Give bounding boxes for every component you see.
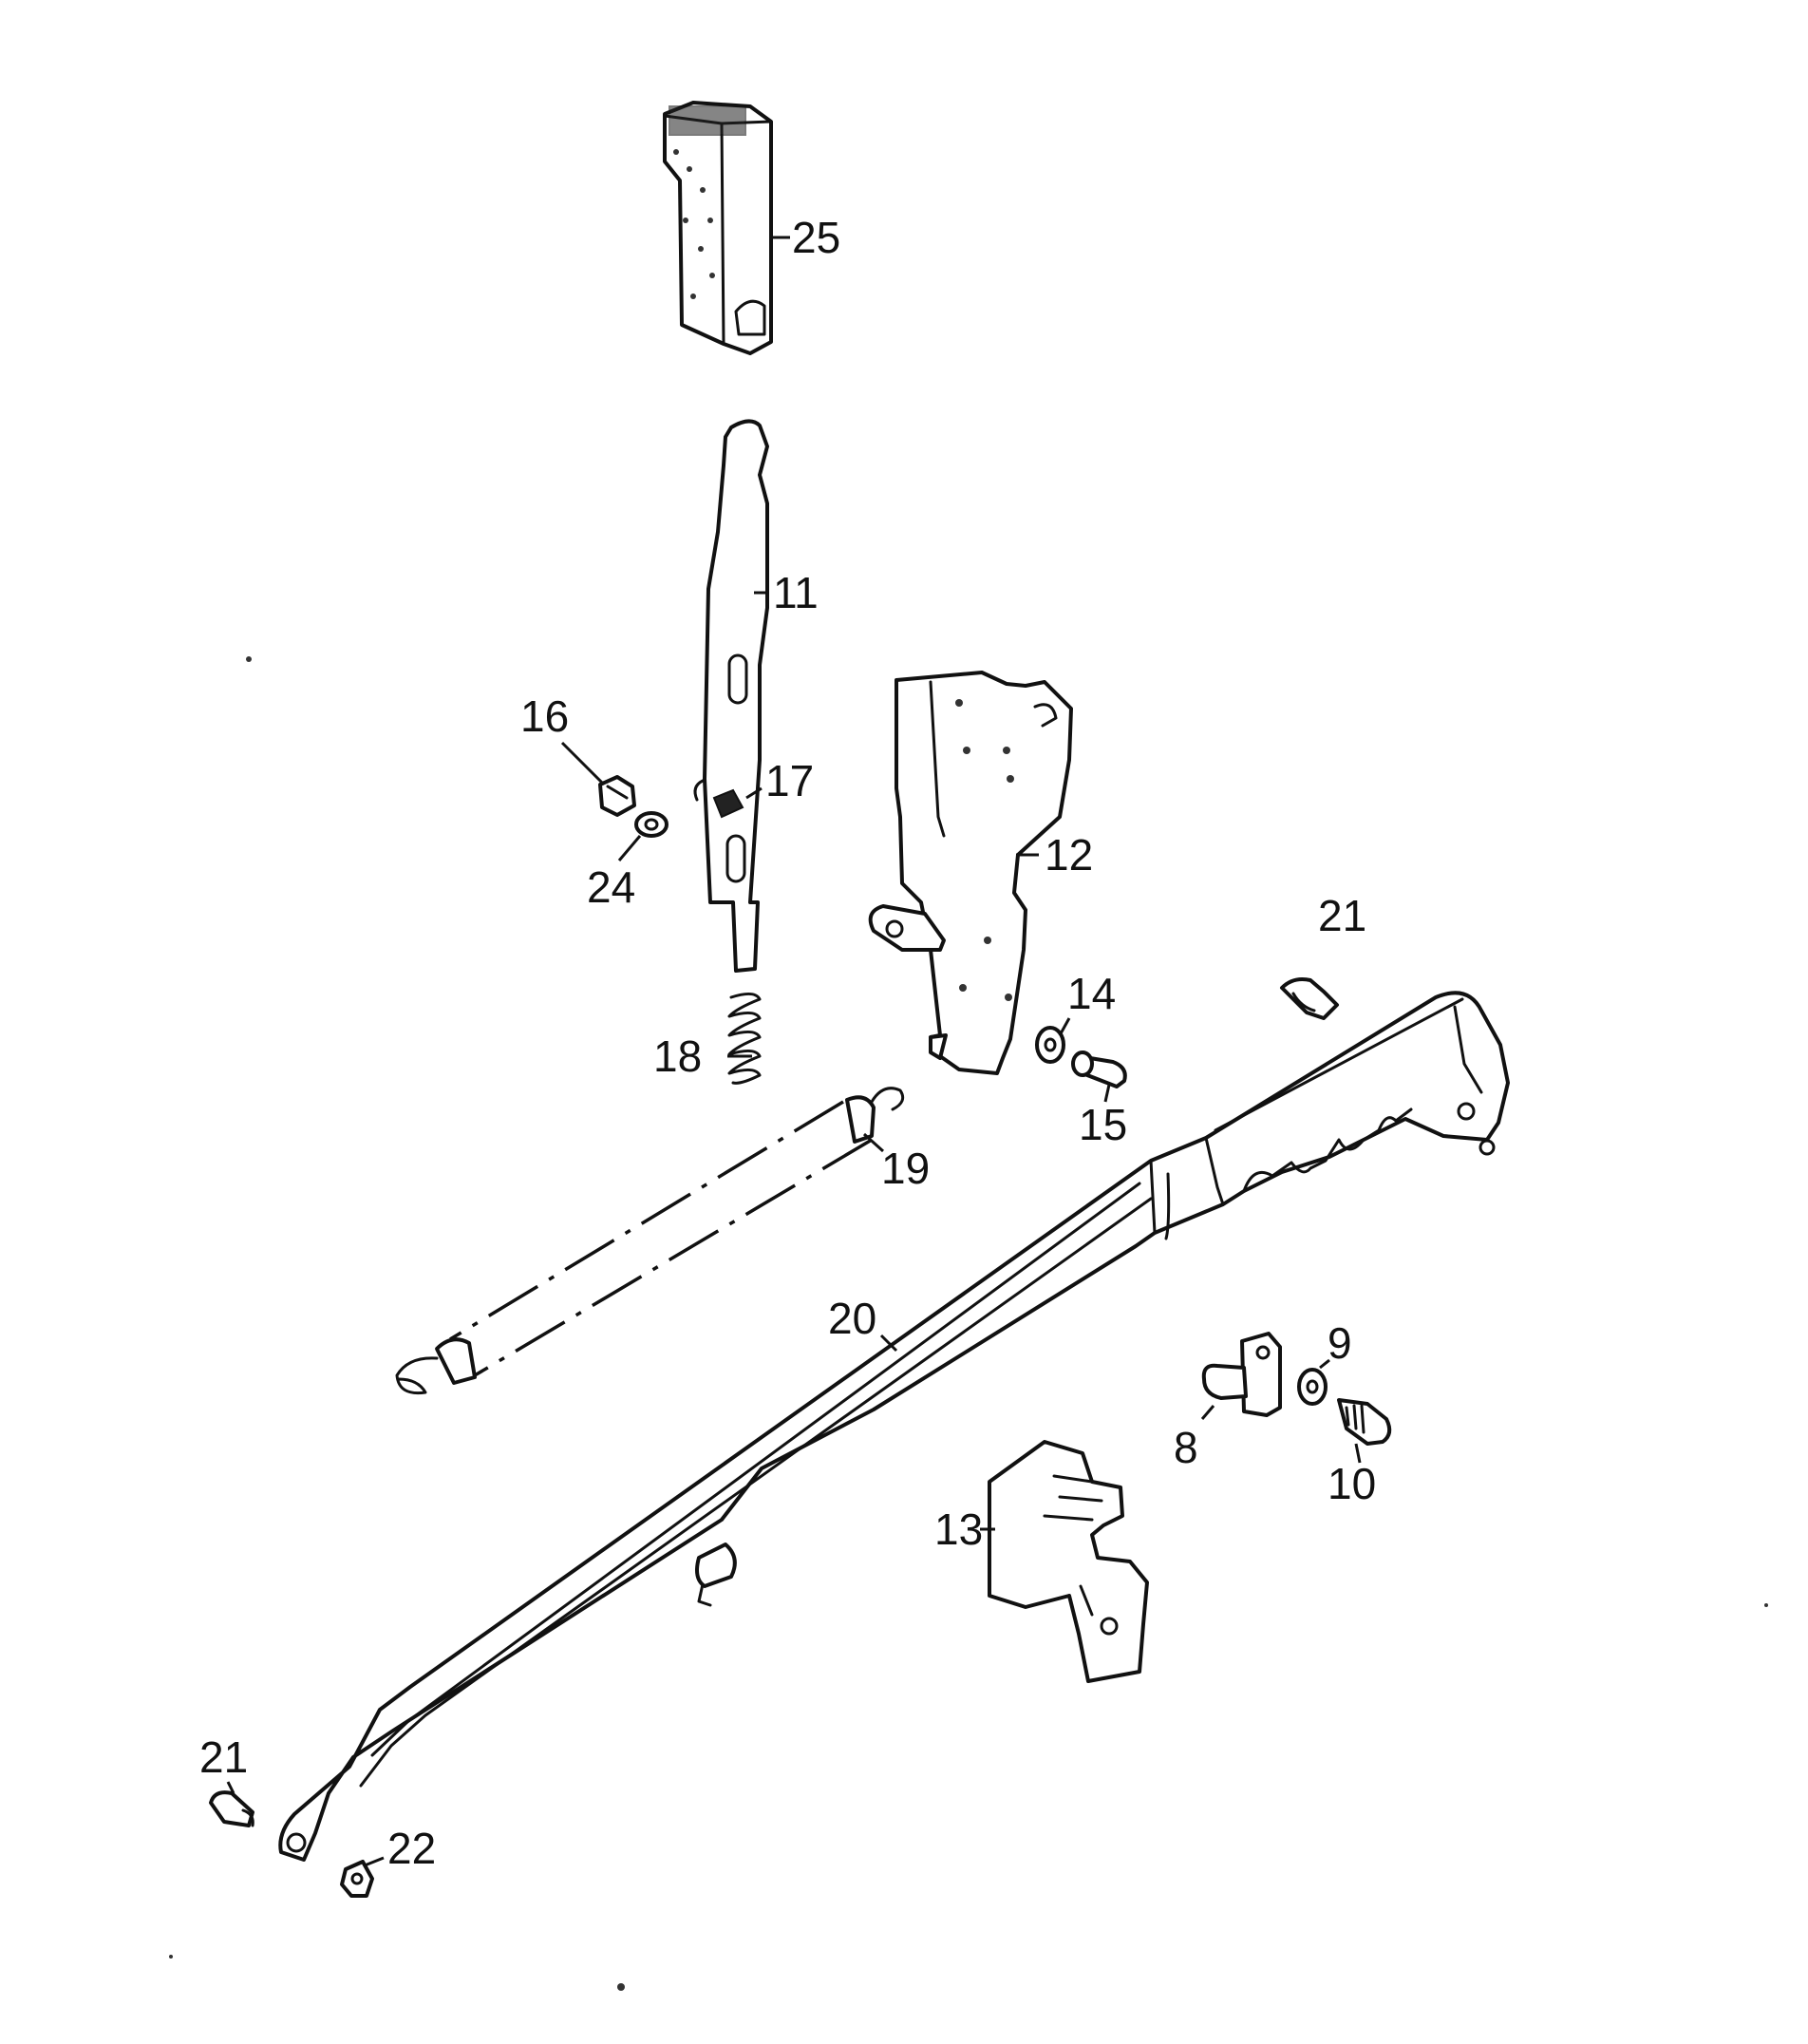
part-18-spring (727, 993, 762, 1085)
part-21-clip-upper (1280, 977, 1339, 1020)
part-10-bolt (1337, 1398, 1392, 1446)
part-21-clip-lower (209, 1790, 254, 1827)
callout-18: 18 (653, 1031, 702, 1081)
callout-25: 25 (792, 213, 840, 262)
callout-10: 10 (1328, 1459, 1376, 1508)
callout-11: 11 (773, 568, 819, 617)
part-15-pin (1071, 1050, 1127, 1088)
callout-labels: 25 11 16 17 24 12 21 14 18 15 19 20 9 8 … (199, 213, 1376, 1873)
part-16-nut (598, 775, 636, 817)
part-11-slide-plate (693, 419, 769, 973)
part-14-washer (1035, 1026, 1065, 1064)
part-25-handle-cap (663, 101, 773, 355)
part-24-washer (634, 811, 669, 838)
callout-15: 15 (1079, 1100, 1127, 1149)
part-9-washer (1297, 1368, 1328, 1406)
callout-21-upper: 21 (1318, 891, 1366, 940)
callout-16: 16 (520, 691, 569, 741)
callout-14: 14 (1067, 969, 1116, 1018)
callout-13: 13 (934, 1505, 983, 1554)
stray-marks (169, 656, 1768, 1991)
part-22-nut (340, 1860, 374, 1898)
callout-8: 8 (1174, 1423, 1198, 1472)
callout-12: 12 (1045, 830, 1093, 880)
callout-19: 19 (881, 1144, 930, 1193)
callout-20: 20 (828, 1294, 876, 1343)
leader-lines (226, 236, 1362, 1867)
callout-17: 17 (765, 756, 814, 805)
part-8-small-bracket (1201, 1332, 1282, 1417)
part-20-long-arm (278, 991, 1510, 1862)
part-19-tension-spring (395, 1087, 905, 1395)
callout-9: 9 (1328, 1318, 1352, 1368)
callout-22: 22 (387, 1824, 436, 1873)
callout-24: 24 (587, 862, 635, 912)
part-13-bracket (988, 1440, 1149, 1683)
part-12-bracket (868, 671, 1073, 1075)
callout-21-lower: 21 (199, 1732, 248, 1782)
